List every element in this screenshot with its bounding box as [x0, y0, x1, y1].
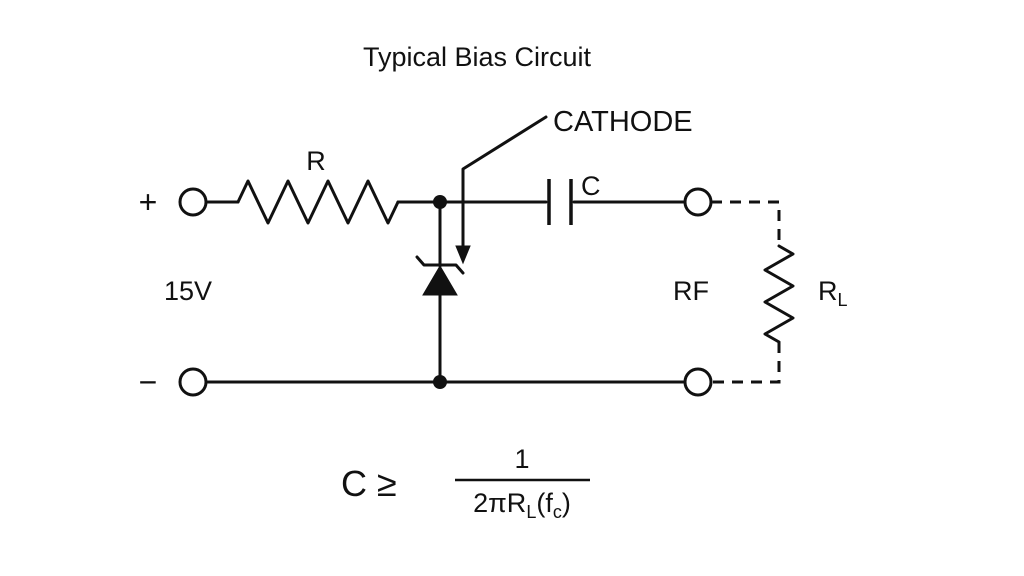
formula-numerator: 1: [514, 444, 529, 474]
terminal-rf-top: [683, 187, 713, 217]
cathode-callout-line: [461, 115, 548, 250]
formula-den-part1: 2πR: [473, 488, 526, 518]
formula-den-sub1: L: [526, 502, 536, 522]
cathode-label: CATHODE: [553, 106, 693, 138]
formula-denominator: 2πRL(fc): [473, 488, 571, 522]
plus-label: +: [139, 184, 158, 220]
resistor-r-label: R: [306, 146, 326, 176]
capacitor-c-label: C: [581, 171, 601, 201]
terminal-rf-bottom: [683, 367, 713, 397]
dashed-wire-bottom: [711, 342, 781, 384]
resistor-r-symbol: [236, 179, 400, 225]
rf-label: RF: [673, 276, 709, 306]
terminal-negative: [178, 367, 208, 397]
load-resistor-label-main: R: [818, 276, 838, 306]
terminal-positive: [178, 187, 208, 217]
formula-den-part2: (f: [536, 488, 553, 518]
load-resistor-label: RL: [818, 276, 848, 310]
dashed-wire-top: [711, 200, 781, 246]
formula-den-sub2: c: [553, 502, 562, 522]
diagram-title: Typical Bias Circuit: [363, 42, 592, 72]
cathode-arrowhead-icon: [455, 245, 471, 265]
formula-den-part3: ): [562, 488, 571, 518]
minus-label: −: [139, 364, 158, 400]
load-resistor-symbol: [763, 244, 795, 344]
zener-cathode-bar: [415, 255, 465, 275]
load-resistor-label-sub: L: [838, 290, 848, 310]
supply-voltage-label: 15V: [164, 276, 212, 306]
zener-anode-triangle: [422, 265, 458, 296]
formula-lhs: C ≥: [341, 463, 397, 504]
